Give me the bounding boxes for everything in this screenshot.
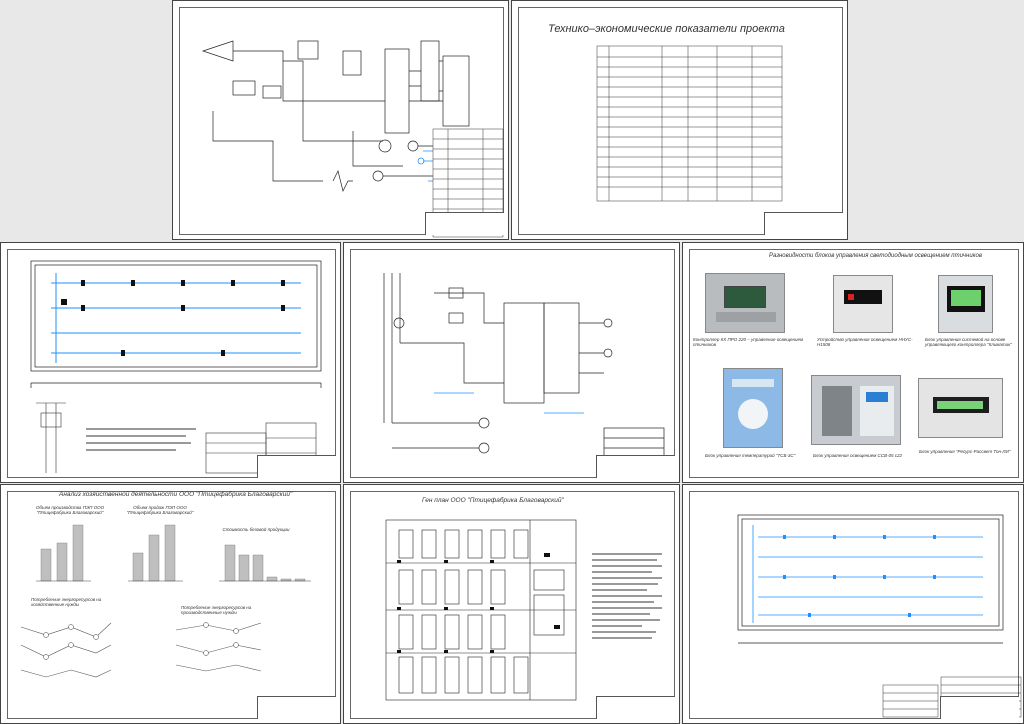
chart-title-1: Объем производства ПЭП ООО "Птицефабрика…	[35, 505, 105, 515]
sheet-tech-economic: Технико–экономические показатели проекта	[511, 0, 848, 240]
sheet-frame	[350, 249, 675, 478]
controller-photo-6	[918, 378, 1003, 438]
site-plan-drawing	[385, 519, 662, 701]
network-drawing	[737, 514, 1022, 718]
indicators-table	[596, 45, 783, 202]
sheet-title: Анализ хозяйственной деятельности ООО "П…	[59, 491, 293, 498]
sheet-title: Технико–экономические показатели проекта	[548, 23, 785, 35]
sheet-economic-analysis: Анализ хозяйственной деятельности ООО "П…	[0, 484, 341, 724]
sheet-title: Разновидности блоков управления светодио…	[769, 253, 982, 259]
title-block	[257, 696, 336, 719]
sheet-frame	[518, 7, 843, 235]
caption-3: Блок управления системой на основе управ…	[925, 337, 1012, 347]
graph-title-2: Потребление энергоресурсов на производст…	[181, 605, 252, 615]
caption-6: Блок управления "Ресурс-Рассвет Тон-ЛИ"	[919, 449, 1011, 454]
title-block	[596, 696, 675, 719]
controller-photo-2	[833, 275, 893, 333]
sheet-frame	[350, 491, 675, 719]
caption-1: Контроллер КХ ПРО 220 – управление освещ…	[693, 337, 804, 347]
graph-title-1: Потребление энергоресурсов на хозяйствен…	[31, 597, 102, 607]
schematic-drawing	[201, 40, 504, 238]
sheet-lighting-plan	[0, 242, 341, 483]
control-drawing	[383, 273, 665, 474]
sheet-frame	[689, 491, 1019, 719]
sheet-control-schematic	[343, 242, 680, 483]
chart-title-3: Стоимость безовой продукции	[222, 527, 290, 532]
sheet-site-plan: Ген план ООО "Птицефабрика Благоварский"	[343, 484, 680, 724]
sheet-title: Ген план ООО "Птицефабрика Благоварский"	[422, 497, 564, 504]
floor-plan-drawing	[30, 260, 322, 474]
title-block	[257, 455, 336, 478]
sheet-frame	[7, 249, 336, 478]
sheet-network-layout	[682, 484, 1024, 724]
sheet-controllers: Разновидности блоков управления светодио…	[682, 242, 1024, 483]
caption-2: Устройство управления освещением ННУС-Н1…	[817, 337, 913, 347]
title-block	[425, 212, 504, 235]
title-block	[764, 212, 843, 235]
sheet-frame	[7, 491, 336, 719]
controller-photo-1	[705, 273, 785, 333]
controller-photo-3	[938, 275, 993, 333]
chart-title-2: Объем продаж ПЭП ООО "Птицефабрика Благо…	[126, 505, 194, 515]
controller-photo-5	[811, 375, 901, 445]
sheet-frame	[689, 249, 1019, 478]
title-block	[940, 696, 1019, 719]
analysis-charts	[20, 524, 311, 678]
title-block	[596, 455, 675, 478]
caption-4: Блок управления температурой "ТСБ-3С"	[705, 453, 796, 458]
sheet-frame	[179, 7, 504, 235]
sheet-electrical-schematic	[172, 0, 509, 240]
caption-5: Блок управления освещением ССВ-05 с22	[813, 453, 903, 458]
controller-photo-4	[723, 368, 783, 448]
